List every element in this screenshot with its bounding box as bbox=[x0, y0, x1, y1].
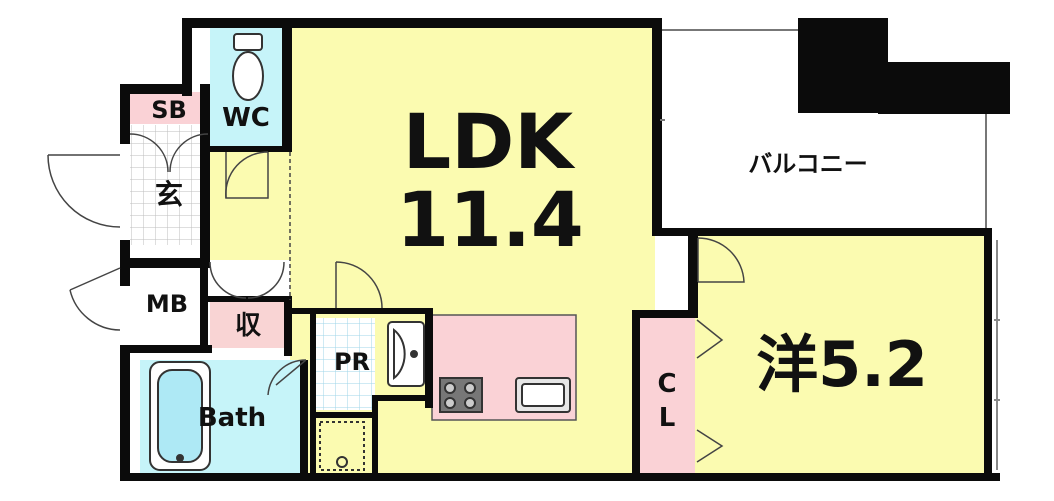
storage-floor bbox=[210, 300, 284, 348]
entrance-label: 玄 bbox=[155, 178, 183, 211]
doors bbox=[47, 133, 745, 463]
closet-label-l: L bbox=[659, 403, 676, 433]
closet-floor bbox=[640, 315, 695, 476]
mb-label: MB bbox=[146, 290, 188, 318]
washbasin-fixture bbox=[387, 321, 425, 387]
mb-floor bbox=[130, 262, 204, 348]
sink-fixture bbox=[515, 377, 571, 413]
closet-label-c: C bbox=[657, 369, 676, 399]
ldk-label: LDK bbox=[403, 97, 577, 186]
bath-label: Bath bbox=[198, 403, 266, 433]
toilet-fixture bbox=[232, 33, 264, 101]
western-windows bbox=[994, 240, 1000, 470]
wc-label: WC bbox=[222, 103, 270, 133]
sb-label: SB bbox=[151, 96, 187, 124]
western-room-label: 洋5.2 bbox=[756, 328, 928, 401]
walls bbox=[120, 18, 1010, 481]
stove-fixture bbox=[439, 377, 483, 413]
storage-label: 収 bbox=[235, 311, 262, 341]
entrance-floor bbox=[130, 125, 208, 245]
sb-floor bbox=[130, 92, 208, 124]
bathtub-fixture bbox=[149, 361, 211, 471]
corridor-floor bbox=[208, 150, 292, 260]
pr-floor bbox=[315, 318, 375, 410]
ldk-size-label: 11.4 bbox=[396, 175, 584, 264]
washer-drain bbox=[319, 421, 365, 471]
pr-label: PR bbox=[334, 348, 370, 376]
balcony-label: バルコニー bbox=[748, 150, 868, 178]
balcony-rails bbox=[660, 29, 987, 228]
